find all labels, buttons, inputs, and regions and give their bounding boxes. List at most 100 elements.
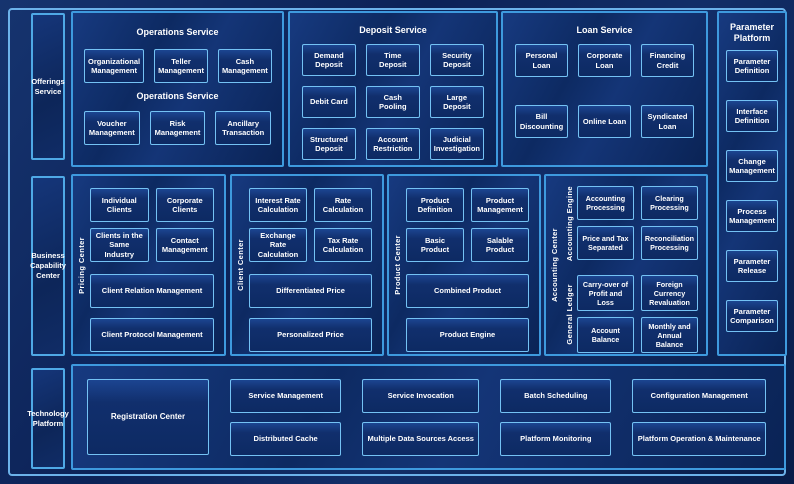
pricing-grid: Individual Clients Corporate Clients Cli…	[90, 188, 214, 262]
client-body: Interest Rate Calculation Rate Calculati…	[249, 176, 382, 354]
box-exchange-rate-calculation: Exchange Rate Calculation	[249, 228, 307, 262]
box-platform-operation-maintenance: Platform Operation & Maintenance	[632, 421, 766, 456]
box-parameter-definition: Parameter Definition	[726, 50, 778, 82]
box-parameter-release: Parameter Release	[726, 250, 778, 282]
box-service-invocation: Service Invocation	[362, 378, 480, 413]
box-product-management: Product Management	[471, 188, 529, 222]
operations-row1: Organizational Management Teller Managem…	[84, 49, 272, 83]
group-general-ledger: General Ledger Carry-over of Profit and …	[562, 275, 698, 354]
box-voucher-management: Voucher Management	[84, 111, 140, 145]
box-salable-product: Salable Product	[471, 228, 529, 262]
box-price-and-tax-separated: Price and Tax Separated	[577, 226, 634, 260]
box-basic-product: Basic Product	[406, 228, 464, 262]
section-technology-platform: Registration Center Service Management S…	[71, 364, 786, 470]
box-large-deposit: Large Deposit	[429, 86, 484, 118]
operations-mid-label: Operations Service	[136, 91, 219, 102]
box-cash-management: Cash Management	[217, 49, 272, 83]
pricing-body: Individual Clients Corporate Clients Cli…	[90, 176, 224, 354]
box-configuration-management: Configuration Management	[632, 378, 766, 413]
pricing-center-strip: Pricing Center	[73, 176, 90, 354]
box-distributed-cache: Distributed Cache	[230, 421, 342, 456]
rail-offerings-label: Offerings Service	[31, 76, 65, 96]
box-financing-credit: Financing Credit	[641, 44, 694, 77]
box-process-management: Process Management	[726, 200, 778, 232]
box-personalized-price: Personalized Price	[249, 318, 372, 352]
box-individual-clients: Individual Clients	[90, 188, 149, 222]
box-combined-product: Combined Product	[406, 274, 529, 308]
client-center-label: Client Center	[236, 239, 245, 291]
box-teller-management: Teller Management	[154, 49, 208, 83]
box-organizational-management: Organizational Management	[84, 49, 145, 83]
operations-row2: Voucher Management Risk Management Ancil…	[84, 111, 272, 145]
box-judicial-investigation: Judicial Investigation	[429, 128, 484, 160]
loan-title: Loan Service	[576, 24, 633, 35]
technology-grid: Service Management Service Invocation Ba…	[230, 378, 766, 456]
accounting-engine-grid: Accounting Processing Clearing Processin…	[577, 186, 698, 261]
accounting-engine-label: Accounting Engine	[565, 186, 574, 262]
section-loan-service: Loan Service Personal Loan Corporate Loa…	[501, 11, 708, 167]
box-client-relation-management: Client Relation Management	[90, 274, 214, 308]
box-change-management: Change Management	[726, 150, 778, 182]
section-accounting-center: Accounting Center Accounting Engine Acco…	[544, 174, 708, 356]
loan-grid: Personal Loan Corporate Loan Financing C…	[515, 44, 694, 138]
general-ledger-grid: Carry-over of Profit and Loss Foreign Cu…	[577, 275, 698, 354]
box-personal-loan: Personal Loan	[515, 44, 568, 77]
box-differentiated-price: Differentiated Price	[249, 274, 372, 308]
box-corporate-clients: Corporate Clients	[155, 188, 214, 222]
box-account-restriction: Account Restriction	[365, 128, 420, 160]
box-corporate-loan: Corporate Loan	[578, 44, 631, 77]
deposit-grid: Demand Deposit Time Deposit Security Dep…	[302, 44, 484, 160]
rail-technology-label: Technology Platform	[27, 408, 69, 428]
general-ledger-strip: General Ledger	[562, 275, 577, 353]
rail-technology-platform: Technology Platform	[27, 368, 69, 469]
rail-business-capability-center: Business Capability Center	[30, 176, 66, 356]
client-grid: Interest Rate Calculation Rate Calculati…	[249, 188, 372, 262]
product-center-label: Product Center	[393, 235, 402, 295]
box-cash-pooling: Cash Pooling	[365, 86, 420, 118]
product-center-strip: Product Center	[389, 176, 406, 354]
box-debit-card: Debit Card	[302, 86, 356, 118]
box-clearing-processing: Clearing Processing	[640, 186, 698, 220]
box-online-loan: Online Loan	[578, 105, 631, 138]
parameter-title: Parameter Platform	[729, 21, 775, 43]
box-security-deposit: Security Deposit	[429, 44, 484, 76]
box-risk-management: Risk Management	[149, 111, 206, 145]
box-batch-scheduling: Batch Scheduling	[500, 378, 612, 413]
accounting-center-strip: Accounting Center	[546, 176, 562, 354]
client-center-strip: Client Center	[232, 176, 249, 354]
general-ledger-label: General Ledger	[565, 283, 574, 345]
box-foreign-currency-revaluation: Foreign Currency Revaluation	[641, 275, 698, 312]
box-time-deposit: Time Deposit	[365, 44, 420, 76]
box-interest-rate-calculation: Interest Rate Calculation	[249, 188, 307, 222]
box-contact-management: Contact Management	[155, 228, 214, 262]
rail-offerings-service: Offerings Service	[31, 13, 65, 160]
box-multiple-data-sources-access: Multiple Data Sources Access	[362, 421, 480, 456]
box-reconciliation-processing: Reconciliation Processing	[640, 226, 698, 260]
section-operations-service: Operations Service Organizational Manage…	[71, 11, 284, 167]
box-parameter-comparison: Parameter Comparison	[726, 300, 778, 332]
deposit-title: Deposit Service	[359, 24, 427, 35]
section-pricing-center: Pricing Center Individual Clients Corpor…	[71, 174, 226, 356]
box-demand-deposit: Demand Deposit	[302, 44, 356, 76]
section-parameter-platform: Parameter Platform Parameter Definition …	[717, 11, 787, 356]
box-rate-calculation: Rate Calculation	[314, 188, 372, 222]
box-syndicated-loan: Syndicated Loan	[641, 105, 694, 138]
product-grid: Product Definition Product Management Ba…	[406, 188, 529, 262]
section-deposit-service: Deposit Service Demand Deposit Time Depo…	[288, 11, 498, 167]
box-ancillary-transaction: Ancillary Transaction	[215, 111, 272, 145]
box-service-management: Service Management	[230, 378, 342, 413]
box-interface-definition: Interface Definition	[726, 100, 778, 132]
section-client-center: Client Center Interest Rate Calculation …	[230, 174, 384, 356]
box-clients-same-industry: Clients in the Same Industry	[90, 228, 149, 262]
box-structured-deposit: Structured Deposit	[302, 128, 356, 160]
box-registration-center: Registration Center	[87, 379, 209, 455]
box-tax-rate-calculation: Tax Rate Calculation	[314, 228, 372, 262]
box-account-balance: Account Balance	[577, 317, 634, 354]
group-accounting-engine: Accounting Engine Accounting Processing …	[562, 186, 698, 261]
box-product-definition: Product Definition	[406, 188, 464, 222]
operations-title: Operations Service	[136, 27, 219, 38]
box-platform-monitoring: Platform Monitoring	[500, 421, 612, 456]
product-body: Product Definition Product Management Ba…	[406, 176, 539, 354]
box-product-engine: Product Engine	[406, 318, 529, 352]
